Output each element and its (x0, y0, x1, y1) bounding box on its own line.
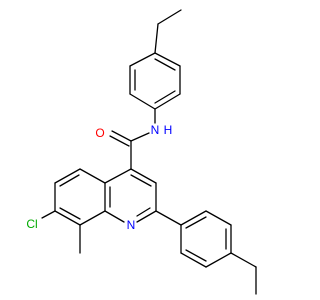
bond (79, 168, 106, 184)
bond (205, 210, 232, 226)
bond (157, 9, 182, 25)
bond (154, 93, 181, 110)
chlorine-label: Cl (26, 217, 37, 231)
bond (154, 58, 176, 71)
amide-nitrogen-label: N (151, 123, 160, 137)
bond (109, 135, 130, 147)
bond (130, 132, 150, 142)
bond (154, 52, 181, 67)
bond (155, 210, 182, 226)
bond (136, 207, 151, 217)
bond (54, 210, 81, 226)
bond (130, 168, 157, 184)
bond (129, 52, 156, 67)
bond (79, 210, 106, 226)
bond (130, 174, 152, 187)
atom-labels: O N H N Cl (26, 123, 172, 232)
amide-hydrogen-label: H (164, 123, 173, 137)
bond (154, 23, 159, 54)
bond (59, 207, 81, 220)
bond (180, 252, 207, 268)
bond (104, 210, 125, 223)
molecule-canvas: O N H N Cl (26, 9, 257, 295)
ring-nitrogen-label: N (127, 218, 136, 232)
bond (136, 210, 157, 223)
bond (129, 93, 156, 110)
bond (185, 249, 207, 262)
bond (54, 168, 81, 184)
bond (205, 252, 232, 268)
bond (104, 168, 132, 184)
bond (41, 210, 56, 219)
bond (180, 210, 207, 226)
bond (154, 90, 176, 104)
bond (111, 130, 132, 142)
bonds (41, 9, 257, 295)
bond (185, 216, 207, 229)
bond (59, 174, 80, 187)
oxygen-label: O (95, 126, 104, 140)
bond (230, 252, 257, 268)
